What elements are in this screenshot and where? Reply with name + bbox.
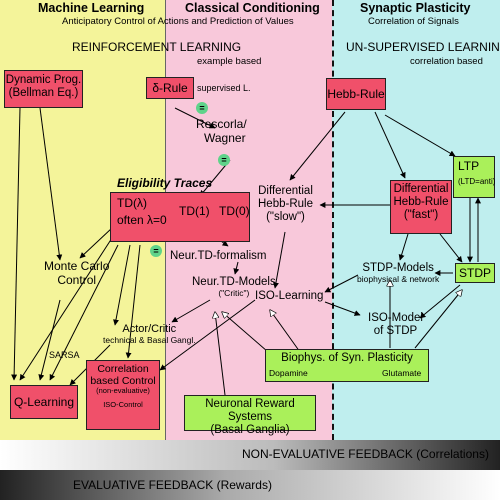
- unsupervised-learning-title: UN-SUPERVISED LEARNING: [346, 40, 500, 54]
- neuronal-reward-line1: Neuronal Reward Systems: [205, 398, 295, 424]
- biophys-dopamine: Dopamine: [269, 368, 308, 378]
- neur-td-models-line2: ("Critic"): [218, 288, 250, 299]
- ltp-box: LTP (LTD=anti): [453, 156, 495, 198]
- correlation-control-line4: ISO-Control: [103, 399, 143, 409]
- td-lambda-note: often λ=0: [117, 213, 167, 227]
- rescorla-line2: Wagner: [204, 130, 246, 145]
- rescorla-wagner-label: Rescorla/ Wagner: [196, 117, 247, 146]
- rescorla-line1: Rescorla/: [196, 117, 247, 131]
- stdp-models-line2: biophysical & network: [357, 274, 440, 285]
- biophys-title: Biophys. of Syn. Plasticity: [281, 352, 413, 364]
- machine-learning-title: Machine Learning: [38, 1, 145, 15]
- hebb-rule-label: Hebb-Rule: [327, 87, 385, 101]
- diff-hebb-slow-line1: Differential: [258, 185, 313, 197]
- ltp-line2: (LTD=anti): [458, 176, 496, 186]
- td0-label: TD(0): [219, 204, 250, 218]
- reinforcement-learning-title: REINFORCEMENT LEARNING: [72, 40, 242, 54]
- diff-hebb-fast-line2: Hebb-Rule: [393, 196, 449, 209]
- delta-rule-box: δ-Rule: [146, 77, 194, 99]
- diff-hebb-slow-line2: Hebb-Rule: [258, 198, 313, 211]
- iso-model-line1: ISO-Model: [368, 312, 423, 324]
- non-evaluative-label: NON-EVALUATIVE FEEDBACK (Correlations): [242, 447, 489, 461]
- diff-hebb-slow-line3: ("slow"): [266, 211, 305, 224]
- dynamic-programming-box: Dynamic Prog. (Bellman Eq.): [4, 70, 83, 108]
- actor-critic-line1: Actor/Critic: [122, 323, 177, 335]
- correlation-control-line3: (non-evaluative): [96, 386, 150, 396]
- biophys-box: Biophys. of Syn. Plasticity Dopamine Glu…: [265, 349, 429, 382]
- stdp-box: STDP: [455, 263, 495, 283]
- iso-learning-label: ISO-Learning: [255, 290, 324, 302]
- correlation-control-line2: based Control: [90, 375, 156, 388]
- stdp-models-label: STDP-Models biophysical & network: [357, 262, 439, 285]
- hebb-rule-box: Hebb-Rule: [326, 78, 386, 110]
- delta-rule-label: δ-Rule: [152, 81, 188, 95]
- neuronal-reward-box: Neuronal Reward Systems (Basal Ganglia): [184, 395, 316, 436]
- td1-label: TD(1): [179, 204, 210, 218]
- stdp-label: STDP: [458, 266, 491, 280]
- eligibility-traces-label: Eligibility Traces: [117, 176, 213, 190]
- reinforcement-learning-subtitle: example based: [197, 56, 262, 67]
- actor-critic-label: Actor/Critic technical & Basal Gangl.: [103, 323, 196, 345]
- unsupervised-learning-subtitle: correlation based: [410, 56, 483, 67]
- neur-td-models-label: Neur.TD-Models ("Critic"): [192, 276, 276, 299]
- diff-hebb-fast-line1: Differential: [393, 183, 449, 195]
- evaluative-band: EVALUATIVE FEEDBACK (Rewards): [0, 470, 500, 500]
- diff-hebb-fast-line3: ("fast"): [403, 209, 439, 222]
- equals-icon: =: [218, 154, 230, 166]
- neuronal-reward-line2: (Basal Ganglia): [210, 424, 290, 437]
- diff-hebb-fast-box: Differential Hebb-Rule ("fast"): [390, 180, 452, 234]
- q-learning-box: Q-Learning: [10, 385, 78, 419]
- sarsa-label: SARSA: [49, 350, 80, 360]
- delta-rule-note: supervised L.: [197, 83, 251, 93]
- iso-model-line2: of STDP: [373, 325, 418, 338]
- equals-icon: =: [150, 245, 162, 257]
- equals-icon: =: [196, 102, 208, 114]
- correlation-control-box: Correlation based Control (non-evaluativ…: [86, 360, 160, 430]
- synaptic-plasticity-title: Synaptic Plasticity: [360, 1, 471, 15]
- machine-learning-subtitle: Anticipatory Control of Actions and Pred…: [62, 16, 294, 27]
- monte-carlo-line1: Monte Carlo: [44, 259, 110, 273]
- iso-model-label: ISO-Model of STDP: [368, 312, 423, 338]
- diff-hebb-slow-label: Differential Hebb-Rule ("slow"): [258, 185, 313, 225]
- evaluative-label: EVALUATIVE FEEDBACK (Rewards): [73, 478, 272, 492]
- connection-arrows: [11, 107, 481, 396]
- column-divider-dashed: [332, 0, 334, 440]
- td-learning-box: TD(λ) often λ=0 TD(1) TD(0): [110, 192, 250, 242]
- stdp-models-line1: STDP-Models: [362, 262, 434, 274]
- monte-carlo-label: Monte Carlo Control: [44, 259, 110, 288]
- biophys-glutamate: Glutamate: [382, 368, 422, 378]
- neur-td-models-line1: Neur.TD-Models: [192, 276, 276, 288]
- classical-conditioning-title: Classical Conditioning: [185, 1, 320, 15]
- td-lambda-label: TD(λ): [117, 196, 147, 210]
- dynamic-programming-line2: (Bellman Eq.): [8, 87, 79, 100]
- synaptic-plasticity-subtitle: Correlation of Signals: [368, 16, 459, 27]
- dynamic-programming-line1: Dynamic Prog.: [5, 74, 82, 86]
- non-evaluative-band: NON-EVALUATIVE FEEDBACK (Correlations): [0, 440, 500, 470]
- monte-carlo-line2: Control: [57, 272, 97, 287]
- neur-td-formalism-label: Neur.TD-formalism: [170, 250, 267, 262]
- q-learning-label: Q-Learning: [13, 395, 75, 409]
- ltp-line1: LTP: [458, 159, 480, 173]
- actor-critic-line2: technical & Basal Gangl.: [103, 334, 196, 345]
- correlation-control-line1: Correlation: [97, 363, 149, 375]
